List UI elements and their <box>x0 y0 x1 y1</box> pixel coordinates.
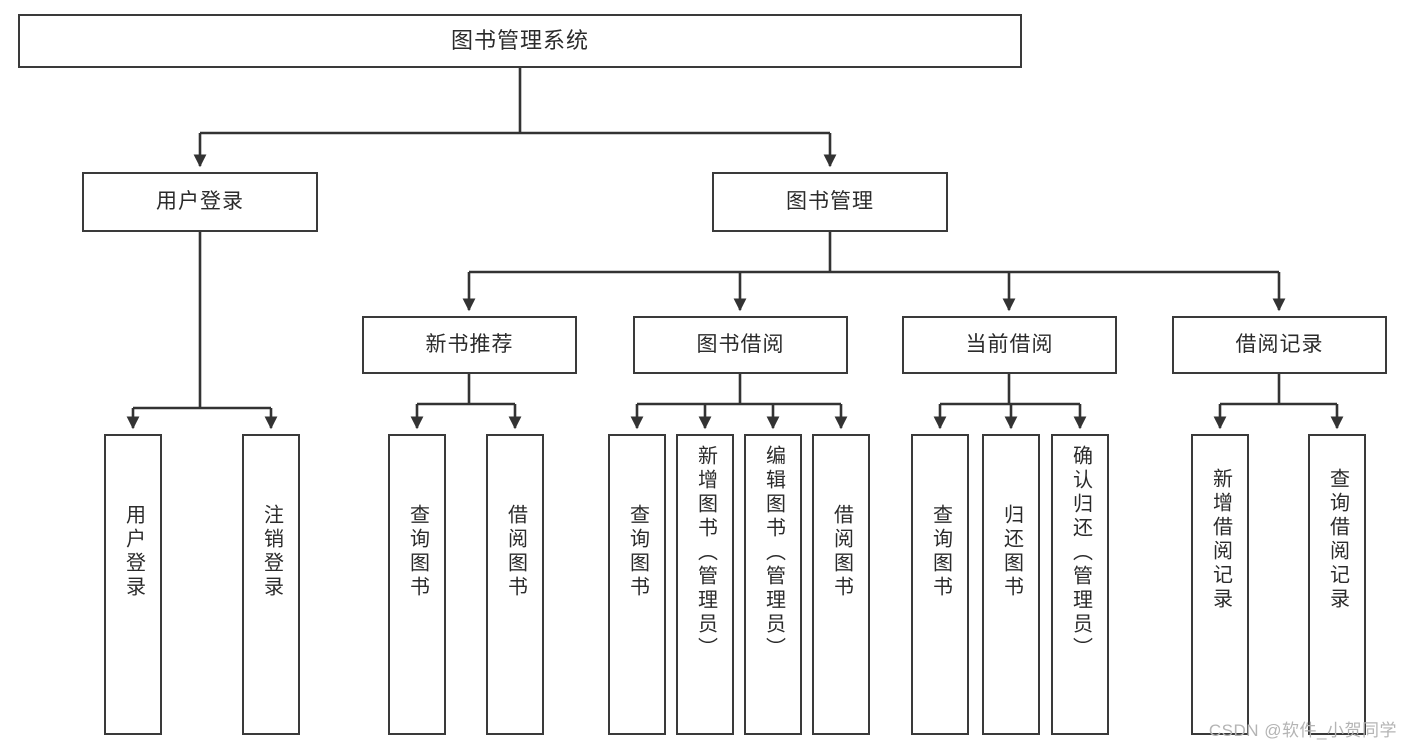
node-new-book-rec-label: 新书推荐 <box>425 333 514 357</box>
node-leaf-borrow-book-1-label: 借阅图书 <box>504 504 527 600</box>
node-leaf-query-book-2[interactable]: 查询图书 <box>608 434 666 735</box>
node-leaf-confirm-return[interactable]: 确认归还（管理员） <box>1051 434 1109 735</box>
node-user-login-label: 用户登录 <box>156 190 244 214</box>
node-leaf-logout-label: 注销登录 <box>260 504 283 600</box>
node-leaf-user-login[interactable]: 用户登录 <box>104 434 162 735</box>
node-leaf-return-book[interactable]: 归还图书 <box>982 434 1040 735</box>
node-current-borrow[interactable]: 当前借阅 <box>902 316 1117 374</box>
node-leaf-return-book-label: 归还图书 <box>1000 504 1023 600</box>
node-leaf-add-record[interactable]: 新增借阅记录 <box>1191 434 1249 735</box>
node-current-borrow-label: 当前借阅 <box>965 333 1054 357</box>
node-leaf-add-book[interactable]: 新增图书（管理员） <box>676 434 734 735</box>
node-leaf-query-record-label: 查询借阅记录 <box>1326 468 1349 612</box>
node-book-manage[interactable]: 图书管理 <box>712 172 948 232</box>
node-borrow-record[interactable]: 借阅记录 <box>1172 316 1387 374</box>
node-leaf-add-record-label: 新增借阅记录 <box>1209 468 1232 612</box>
node-leaf-borrow-book-1[interactable]: 借阅图书 <box>486 434 544 735</box>
node-user-login[interactable]: 用户登录 <box>82 172 318 232</box>
node-leaf-edit-book[interactable]: 编辑图书（管理员） <box>744 434 802 735</box>
node-leaf-query-book-1-label: 查询图书 <box>406 504 429 600</box>
node-new-book-rec[interactable]: 新书推荐 <box>362 316 577 374</box>
node-leaf-logout[interactable]: 注销登录 <box>242 434 300 735</box>
node-root-label: 图书管理系统 <box>450 27 589 53</box>
node-leaf-edit-book-label: 编辑图书（管理员） <box>762 445 785 661</box>
node-leaf-query-book-3-label: 查询图书 <box>929 504 952 600</box>
node-leaf-query-record[interactable]: 查询借阅记录 <box>1308 434 1366 735</box>
node-leaf-query-book-3[interactable]: 查询图书 <box>911 434 969 735</box>
node-leaf-confirm-return-label: 确认归还（管理员） <box>1069 445 1092 661</box>
node-book-borrow-label: 图书借阅 <box>696 333 785 357</box>
node-book-borrow[interactable]: 图书借阅 <box>633 316 848 374</box>
csdn-watermark: CSDN @软件_小贺同学 <box>1208 721 1397 740</box>
node-book-manage-label: 图书管理 <box>786 190 874 214</box>
node-leaf-query-book-2-label: 查询图书 <box>626 504 649 600</box>
node-borrow-record-label: 借阅记录 <box>1235 333 1324 357</box>
node-leaf-add-book-label: 新增图书（管理员） <box>694 445 717 661</box>
node-leaf-borrow-book-2[interactable]: 借阅图书 <box>812 434 870 735</box>
node-root[interactable]: 图书管理系统 <box>18 14 1022 68</box>
node-leaf-borrow-book-2-label: 借阅图书 <box>830 504 853 600</box>
node-leaf-user-login-label: 用户登录 <box>122 504 145 600</box>
node-leaf-query-book-1[interactable]: 查询图书 <box>388 434 446 735</box>
